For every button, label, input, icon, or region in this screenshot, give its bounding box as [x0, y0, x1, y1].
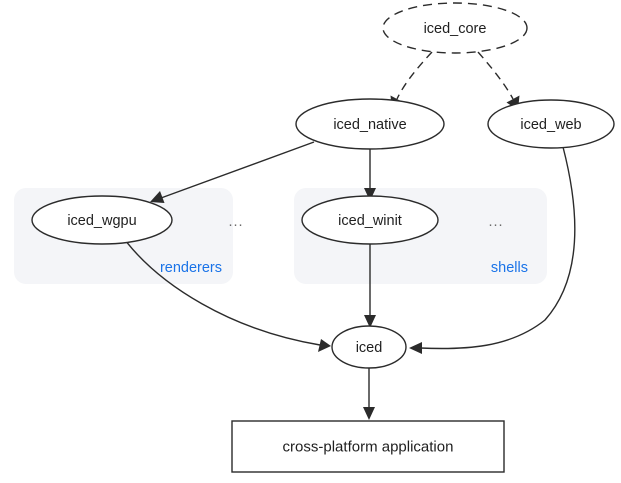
- node-iced-web[interactable]: iced_web: [487, 99, 615, 149]
- node-iced-core[interactable]: iced_core: [382, 2, 528, 54]
- node-iced-wgpu-label: iced_wgpu: [67, 213, 136, 229]
- node-iced-native-shape: [295, 98, 445, 150]
- node-iced-shape: [331, 325, 407, 369]
- node-iced-wgpu[interactable]: iced_wgpu: [31, 195, 173, 245]
- cluster-renderers-label: renderers: [160, 260, 222, 276]
- node-cross-platform-application-shape: [231, 420, 505, 473]
- edge-iced-native-to-iced-wgpu-line: [160, 141, 315, 199]
- edge-iced-winit-to-iced-arrowhead: [364, 315, 376, 328]
- node-iced[interactable]: iced: [331, 325, 407, 369]
- node-iced-label: iced: [356, 340, 383, 356]
- edge-iced-wgpu-to-iced-line: [124, 239, 321, 346]
- edge-iced-wgpu-to-iced: [124, 239, 331, 352]
- cluster-shells-label: shells: [491, 260, 528, 276]
- node-iced-winit-label: iced_winit: [338, 213, 402, 229]
- edge-iced-wgpu-to-iced-arrowhead: [318, 339, 331, 352]
- edge-iced-web-to-iced-arrowhead: [409, 342, 422, 354]
- edge-iced-to-app: [363, 368, 375, 420]
- edge-iced-web-to-iced-line: [419, 146, 576, 350]
- node-cross-platform-application-label: cross-platform application: [283, 439, 454, 456]
- node-iced-native[interactable]: iced_native: [295, 98, 445, 150]
- edge-iced-native-to-iced-wgpu: [150, 141, 315, 203]
- node-iced-wgpu-shape: [31, 195, 173, 245]
- edge-iced-native-to-iced-wgpu-arrowhead: [150, 191, 165, 203]
- edge-iced-winit-to-iced: [364, 238, 376, 328]
- node-cross-platform-application[interactable]: cross-platform application: [231, 420, 505, 473]
- edge-iced-native-to-iced-winit: [364, 146, 376, 201]
- node-iced-winit-shape: [301, 195, 439, 245]
- edge-iced-native-to-iced-winit-arrowhead: [364, 188, 376, 201]
- edge-iced-core-to-iced-native-line: [396, 51, 433, 100]
- node-iced-core-shape: [382, 2, 528, 54]
- node-iced-native-label: iced_native: [333, 117, 406, 133]
- edge-iced-core-to-iced-web: [477, 51, 520, 110]
- node-iced-core-label: iced_core: [424, 21, 487, 37]
- edge-iced-to-app-arrowhead: [363, 407, 375, 420]
- edge-iced-web-to-iced: [409, 146, 576, 354]
- node-iced-web-shape: [487, 99, 615, 149]
- node-iced-web-label: iced_web: [520, 117, 581, 133]
- node-iced-winit[interactable]: iced_winit: [301, 195, 439, 245]
- edge-iced-core-to-iced-web-line: [477, 51, 514, 100]
- cluster-shells-ellipsis: ...: [488, 214, 503, 230]
- cluster-renderers-ellipsis: ...: [228, 214, 243, 230]
